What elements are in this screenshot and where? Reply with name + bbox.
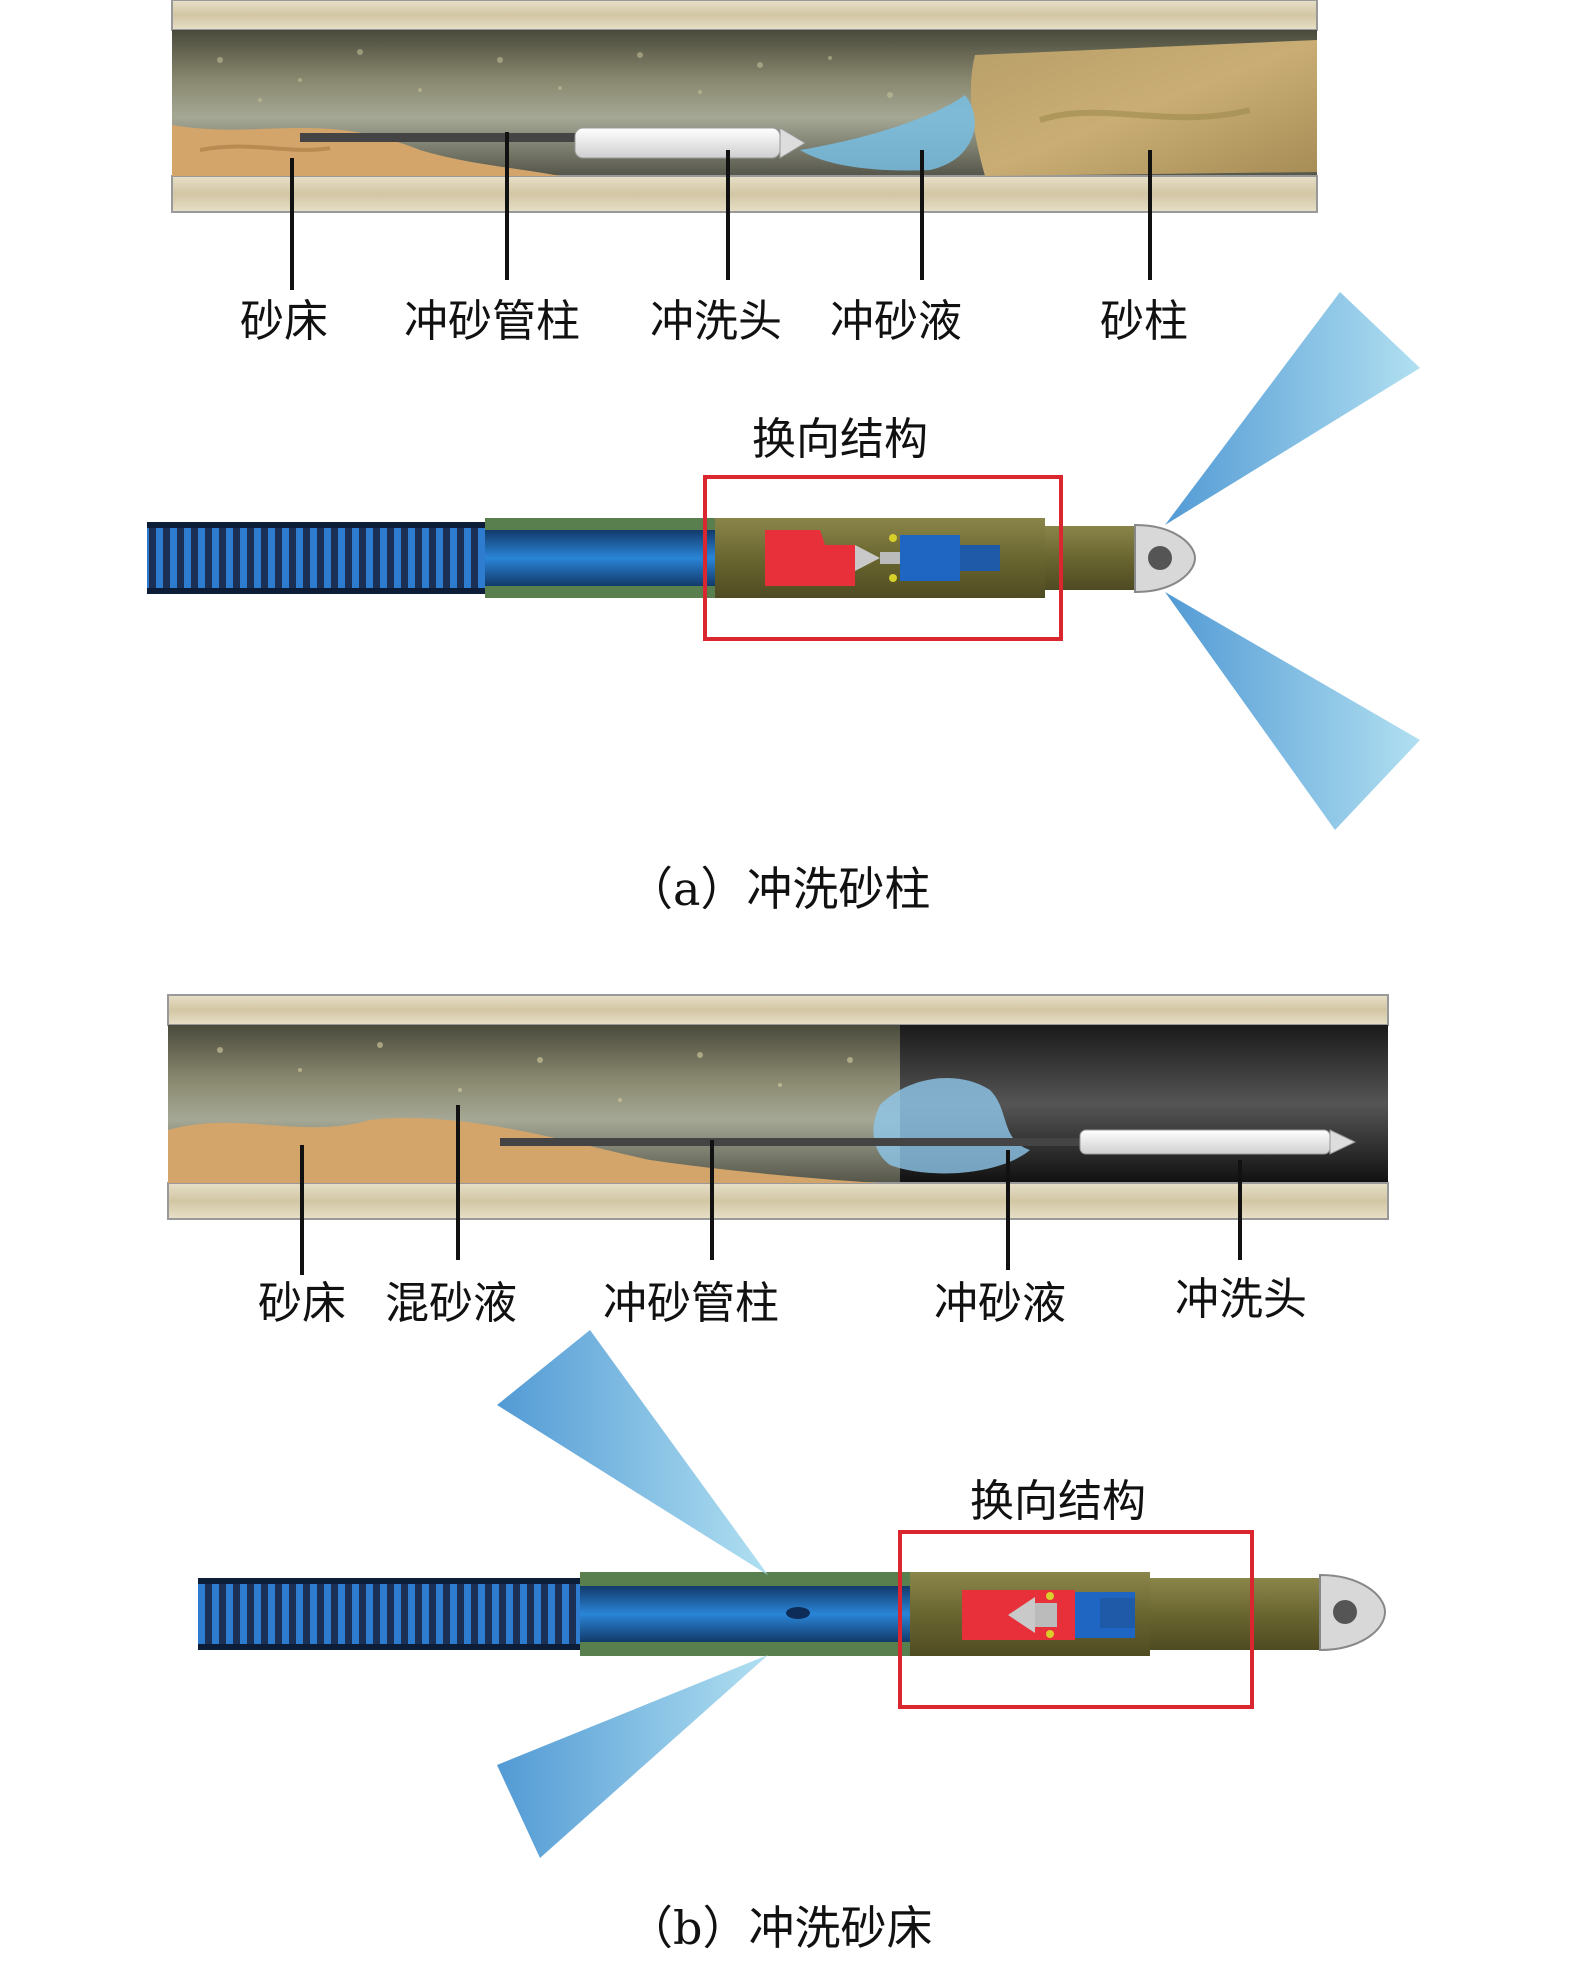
panel-b-label-tubing: 冲砂管柱 — [603, 1278, 779, 1329]
panel-a-highlight-title: 换向结构 — [752, 414, 928, 465]
panel-a-label-flushing-fluid: 冲砂液 — [830, 296, 962, 347]
panel-b-tool — [198, 1572, 1387, 1656]
panel-a-label-sand-column: 砂柱 — [1100, 296, 1188, 347]
panel-a-spray-cones — [1165, 292, 1420, 830]
panel-a-caption: （a）冲洗砂柱 — [627, 862, 931, 916]
panel-b-wellbore — [167, 994, 1389, 1220]
panel-a-highlight-box — [703, 475, 1063, 641]
panel-a-label-washing-head: 冲洗头 — [650, 296, 782, 347]
panel-b-spray-cones — [497, 1330, 768, 1858]
panel-b-leader-lines — [300, 1105, 1242, 1275]
panel-a-tool — [147, 518, 1197, 598]
panel-a-label-tubing: 冲砂管柱 — [404, 296, 580, 347]
panel-b-label-mixed-sand-fluid: 混砂液 — [385, 1278, 517, 1329]
panel-b-label-washing-head: 冲洗头 — [1175, 1274, 1307, 1325]
panel-a-leader-lines — [290, 132, 1152, 290]
panel-b-highlight-title: 换向结构 — [970, 1476, 1146, 1527]
panel-b-highlight-box — [898, 1530, 1254, 1709]
panel-b-label-flushing-fluid: 冲砂液 — [934, 1278, 1066, 1329]
panel-a-label-sand-bed: 砂床 — [240, 296, 328, 347]
panel-a-wellbore — [171, 0, 1318, 213]
panel-b-label-sand-bed: 砂床 — [258, 1278, 346, 1329]
panel-b-caption: （b）冲洗砂床 — [627, 1901, 933, 1955]
